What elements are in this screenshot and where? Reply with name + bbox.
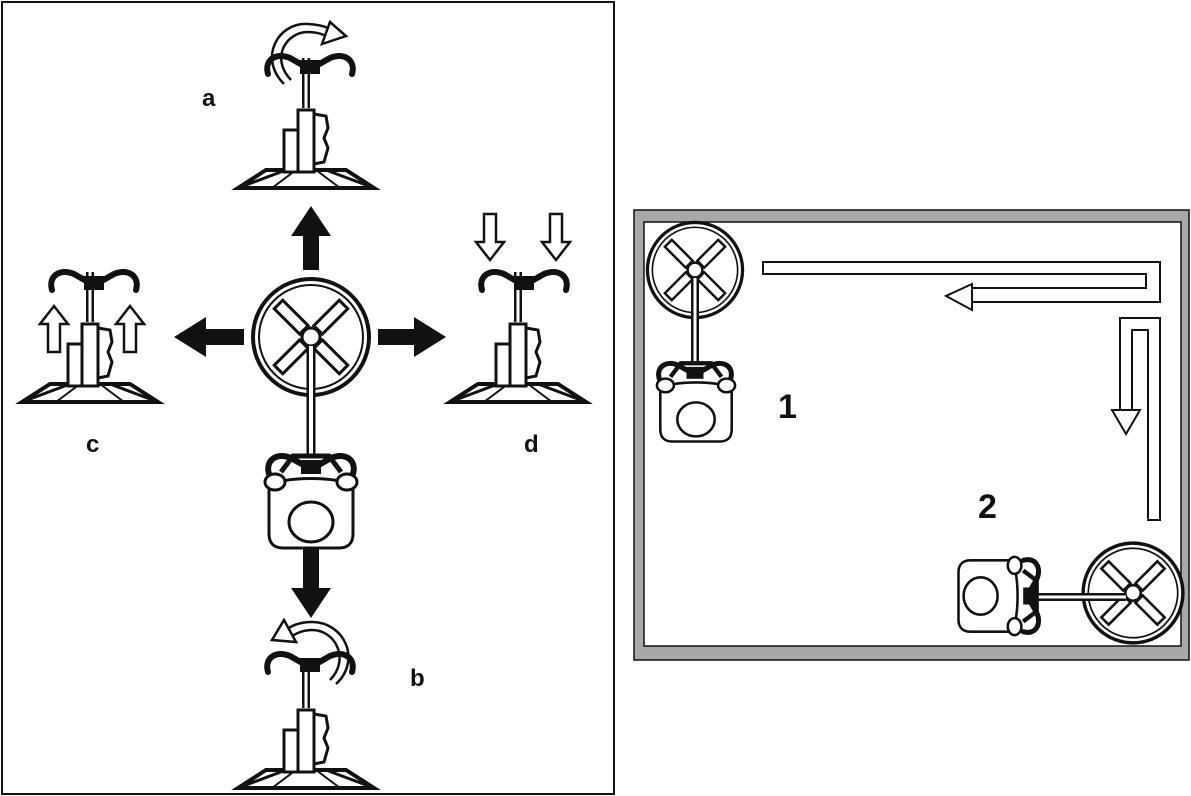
view-c: c — [22, 272, 158, 458]
handlebar-icon — [481, 272, 567, 290]
position-1: 1 — [645, 220, 797, 441]
direction-arrows — [174, 206, 446, 618]
lift-up-arrow-icon — [114, 304, 146, 354]
center-machine — [251, 277, 371, 548]
label-b: b — [410, 665, 425, 692]
label-1: 1 — [778, 388, 797, 426]
right-figure: 1 2 — [633, 209, 1190, 661]
position-2: 2 — [959, 488, 1185, 645]
label-2: 2 — [978, 488, 997, 526]
lift-up-arrow-icon — [38, 304, 70, 354]
view-a: a — [202, 19, 374, 188]
label-a: a — [202, 85, 216, 112]
rotate-counterclockwise-arrow-icon — [283, 620, 350, 685]
push-down-arrow-icon — [540, 212, 572, 262]
direction-arrow-icon — [378, 317, 446, 357]
label-d: d — [524, 431, 539, 458]
floor-machine-icon — [238, 658, 374, 788]
label-c: c — [86, 431, 99, 458]
view-d: d — [450, 212, 586, 458]
direction-arrow-icon — [291, 548, 331, 618]
floor-machine-icon — [238, 58, 374, 188]
push-down-arrow-icon — [474, 212, 506, 262]
path-arrow-icon — [762, 261, 1161, 521]
direction-arrow-icon — [174, 317, 244, 357]
view-b: b — [238, 617, 425, 788]
direction-arrow-icon — [291, 206, 331, 270]
left-frame — [1, 1, 615, 795]
left-figure: a b c d — [1, 1, 615, 795]
